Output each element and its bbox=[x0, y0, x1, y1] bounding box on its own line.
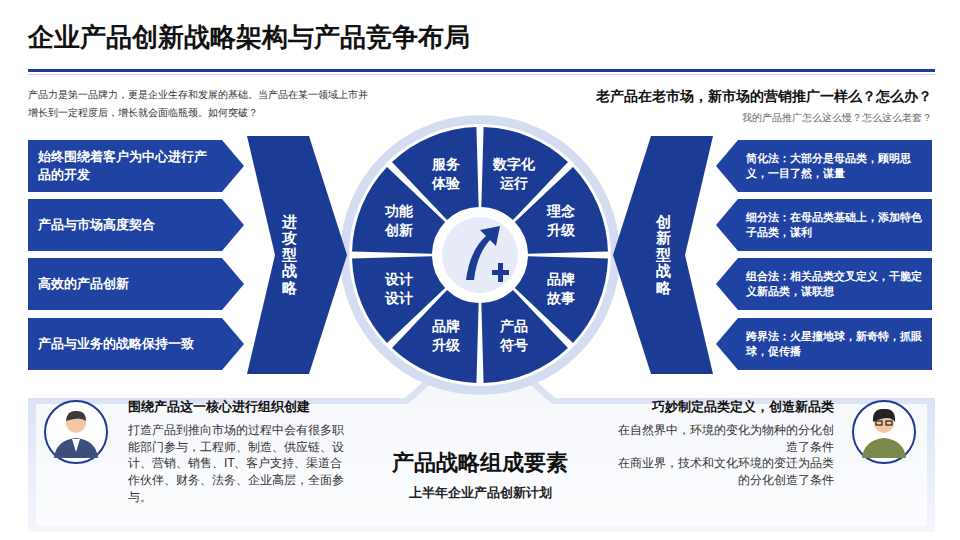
wheel-label: 品牌升级 bbox=[432, 317, 460, 355]
strategy-band: 产品与业务的战略保持一致 bbox=[28, 318, 244, 370]
node-text: 服务体验 bbox=[432, 155, 460, 193]
person-icon-left bbox=[45, 401, 107, 463]
strategy-band: 产品与市场高度契合 bbox=[28, 199, 244, 251]
node-text: 高效的产品创新 bbox=[28, 275, 218, 293]
intro-note: 产品力是第一品牌力，更是企业生存和发展的基础。当产品在某一领域上市并增长到一定程… bbox=[28, 86, 373, 121]
node-text: 品牌升级 bbox=[432, 317, 460, 355]
band-shape-fill bbox=[28, 258, 244, 310]
wheel-wedge bbox=[352, 167, 445, 254]
node-text: 围绕产品这一核心进行组织创建 bbox=[128, 398, 352, 416]
node-text: 产品符号 bbox=[500, 317, 528, 355]
method-band: 跨界法：火星撞地球，新奇特，抓眼球，促传播 bbox=[716, 318, 932, 370]
strategy-band: 始终围绕着客户为中心进行产品的开发 bbox=[28, 140, 244, 192]
wheel-label: 设计设计 bbox=[385, 270, 413, 308]
band-shape bbox=[28, 140, 244, 192]
node-text: 创新型战略 bbox=[656, 214, 671, 297]
wheel-wedge bbox=[352, 256, 445, 343]
method-band: 组合法：相关品类交叉定义，干脆定义新品类，谋联想 bbox=[716, 258, 932, 310]
note-panel: 围绕产品这一核心进行组织创建打造产品到推向市场的过程中会有很多职能部门参与，工程… bbox=[128, 398, 352, 505]
band-shape-fill bbox=[716, 199, 932, 251]
question-subtitle: 我的产品推广怎么这么慢？怎么这么老套？ bbox=[500, 111, 932, 125]
node-text: 产品与市场高度契合 bbox=[28, 216, 218, 234]
node-body: 在商业界，技术和文化环境的变迁为品类的分化创造了条件 bbox=[608, 455, 834, 488]
band-shape bbox=[716, 140, 932, 192]
band-shape-fill bbox=[716, 318, 932, 370]
wheel-label: 理念升级 bbox=[547, 202, 575, 240]
band-shape-fill bbox=[28, 318, 244, 370]
chevron-shape-fill bbox=[613, 136, 713, 374]
node-text: 理念升级 bbox=[547, 202, 575, 240]
strategy-band: 高效的产品创新 bbox=[28, 258, 244, 310]
strategy-chevron: 进攻型战略 bbox=[247, 136, 347, 374]
wheel-label: 数字化运行 bbox=[493, 155, 535, 193]
band-shape-fill bbox=[716, 258, 932, 310]
method-band: 简化法：大部分是母品类，顾明思义，一目了然，谋量 bbox=[716, 140, 932, 192]
band-shape-fill bbox=[28, 199, 244, 251]
chevron-shape bbox=[247, 136, 347, 374]
plus-icon bbox=[492, 263, 509, 282]
wheel-label: 品牌故事 bbox=[547, 270, 575, 308]
title-rule-thin bbox=[28, 74, 935, 75]
center-caption: 产品战略组成要素上半年企业产品创新计划 bbox=[370, 448, 590, 502]
person-icon-right bbox=[853, 401, 915, 463]
band-shape bbox=[716, 318, 932, 370]
node-text: 进攻型战略 bbox=[282, 214, 297, 297]
node-text: 跨界法：火星撞地球，新奇特，抓眼球，促传播 bbox=[716, 329, 930, 360]
diagram-title: 企业产品创新战略架构与产品竞争布局 bbox=[28, 20, 470, 55]
node-text: 产品与业务的战略保持一致 bbox=[28, 335, 218, 353]
node-text: 设计设计 bbox=[385, 270, 413, 308]
wheel-gap bbox=[349, 124, 611, 386]
node-text: 品牌故事 bbox=[547, 270, 575, 308]
node-text: 组合法：相关品类交叉定义，干脆定义新品类，谋联想 bbox=[716, 269, 930, 300]
node-text: 简化法：大部分是母品类，顾明思义，一目了然，谋量 bbox=[716, 151, 930, 182]
band-shape-fill bbox=[716, 140, 932, 192]
node-body: 打造产品到推向市场的过程中会有很多职能部门参与，工程师、制造、供应链、设计、营销… bbox=[128, 422, 352, 505]
band-shape-fill bbox=[28, 140, 244, 192]
wheel-label: 产品符号 bbox=[500, 317, 528, 355]
method-band: 细分法：在母品类基础上，添加特色子品类，谋利 bbox=[716, 199, 932, 251]
node-text: 产品战略组成要素 bbox=[370, 448, 590, 478]
node-text: 细分法：在母品类基础上，添加特色子品类，谋利 bbox=[716, 210, 930, 241]
wheel-wedge bbox=[515, 167, 608, 254]
node-body: 在自然界中，环境的变化为物种的分化创造了条件 bbox=[608, 422, 834, 455]
wheel-label: 服务体验 bbox=[432, 155, 460, 193]
band-shape bbox=[716, 258, 932, 310]
node-text: 功能创新 bbox=[385, 202, 413, 240]
chevron-shape-fill bbox=[247, 136, 347, 374]
wheel-hub-inner bbox=[442, 217, 518, 293]
node-text: 巧妙制定品类定义，创造新品类 bbox=[608, 398, 834, 416]
wheel-segments bbox=[352, 127, 608, 383]
note-panel: 巧妙制定品类定义，创造新品类在自然界中，环境的变化为物种的分化创造了条件在商业界… bbox=[608, 398, 834, 489]
strategy-chevron: 创新型战略 bbox=[613, 136, 713, 374]
node-body: 上半年企业产品创新计划 bbox=[370, 484, 590, 502]
question-heading: 老产品在老市场，新市场的营销推广一样么？怎么办？ bbox=[500, 88, 932, 106]
wheel-ring bbox=[340, 115, 620, 395]
wheel-label: 功能创新 bbox=[385, 202, 413, 240]
node-text: 始终围绕着客户为中心进行产品的开发 bbox=[28, 148, 218, 183]
node-text: 数字化运行 bbox=[493, 155, 535, 193]
title-rule bbox=[28, 69, 935, 72]
band-shape bbox=[716, 199, 932, 251]
wheel-hub bbox=[436, 211, 524, 299]
